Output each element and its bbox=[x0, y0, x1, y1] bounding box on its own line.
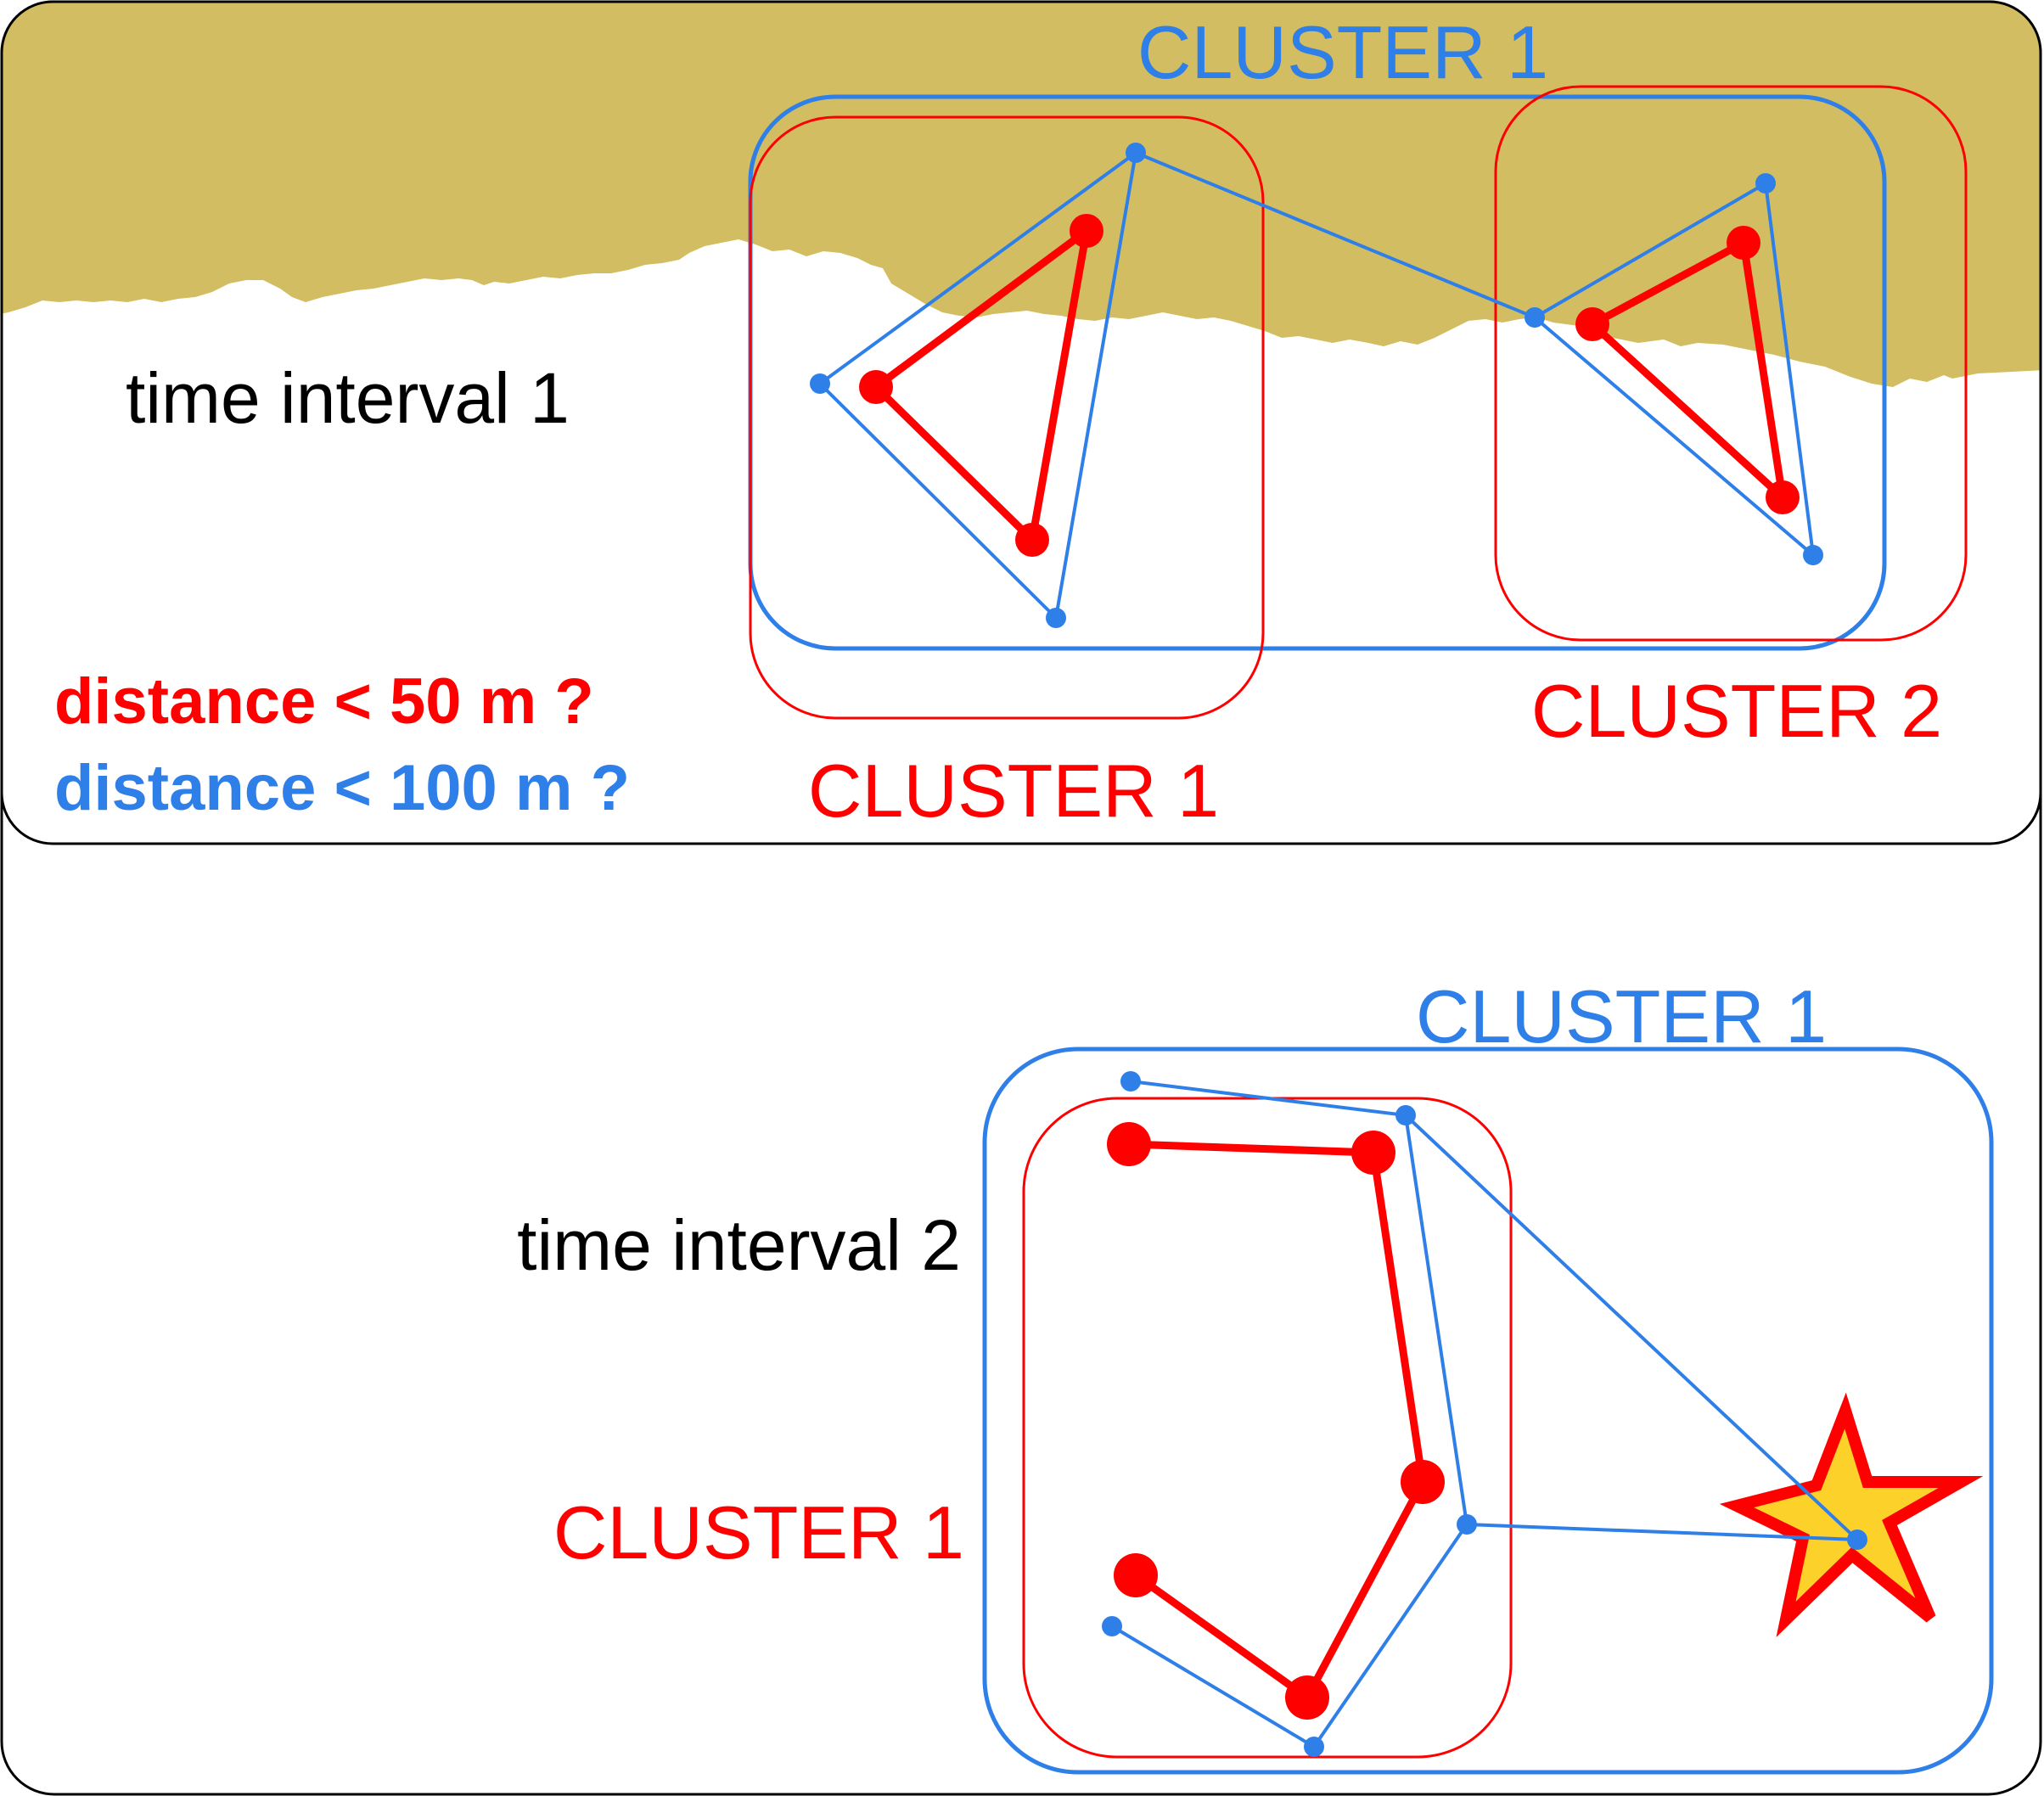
blue-point bbox=[1847, 1529, 1867, 1550]
interval1-blue-points bbox=[810, 143, 1823, 628]
red-point bbox=[859, 370, 893, 404]
red-point bbox=[1070, 214, 1103, 248]
interval1-red-track-cluster1 bbox=[870, 222, 1092, 543]
blue-point bbox=[1395, 1105, 1416, 1125]
blue-point bbox=[1755, 173, 1776, 194]
star-icon bbox=[1719, 1392, 1984, 1638]
blue-point bbox=[1126, 143, 1146, 163]
red-point bbox=[1766, 480, 1800, 514]
interval2-label: time interval 2 bbox=[517, 1205, 961, 1285]
threshold-red-label: distance < 50 m ? bbox=[54, 665, 594, 738]
blue-point bbox=[1803, 545, 1823, 565]
interval1-blue-track bbox=[817, 149, 1138, 620]
interval1-red-cluster1-box bbox=[749, 115, 1265, 720]
interval1-red-track-cluster2 bbox=[1586, 237, 1787, 501]
blue-point bbox=[1120, 1071, 1141, 1092]
red-point bbox=[1575, 307, 1609, 341]
interval1-panel bbox=[0, 0, 2042, 845]
blue-point bbox=[1046, 608, 1066, 628]
interval1-red-cluster1-label: CLUSTER 1 bbox=[808, 749, 1219, 833]
red-point bbox=[1107, 1122, 1151, 1166]
red-point bbox=[1285, 1675, 1329, 1720]
red-point bbox=[1114, 1553, 1158, 1597]
blue-point bbox=[1525, 307, 1545, 328]
interval1-red-points bbox=[859, 214, 1800, 557]
interval2-blue-points bbox=[1102, 1071, 1867, 1757]
blue-point bbox=[1304, 1737, 1324, 1757]
interval1-blue-cluster-label: CLUSTER 1 bbox=[1137, 10, 1548, 94]
interval2-red-cluster-label: CLUSTER 1 bbox=[553, 1490, 964, 1574]
interval2-blue-cluster-label: CLUSTER 1 bbox=[1416, 974, 1827, 1058]
red-point bbox=[1351, 1131, 1395, 1175]
threshold-blue-label: distance < 100 m ? bbox=[54, 752, 630, 824]
interval1-red-cluster2-box bbox=[1494, 85, 1968, 642]
blue-point bbox=[810, 373, 830, 394]
interval1-red-cluster2-label: CLUSTER 2 bbox=[1531, 669, 1942, 753]
interval1-label: time interval 1 bbox=[126, 358, 570, 438]
red-point bbox=[1401, 1460, 1445, 1504]
blue-point bbox=[1457, 1514, 1477, 1535]
interval2-red-points bbox=[1107, 1122, 1445, 1720]
interval2-blue-cluster-box bbox=[982, 1047, 1994, 1775]
red-point bbox=[1727, 226, 1760, 260]
red-point bbox=[1015, 523, 1049, 557]
blue-point bbox=[1102, 1616, 1122, 1636]
